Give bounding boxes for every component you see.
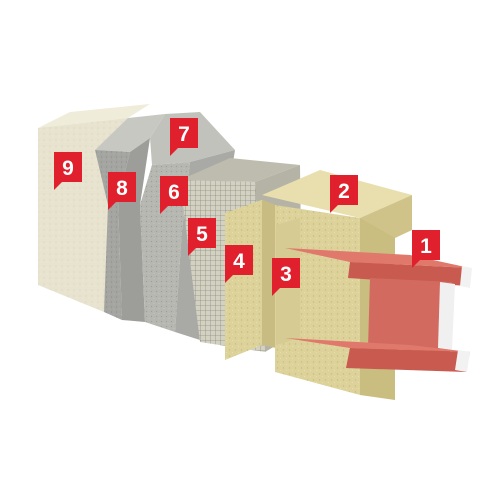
callout-marker-3: 3 [272,258,300,296]
callout-marker-1: 1 [412,230,440,268]
callout-number: 9 [62,157,74,180]
mineral-wool-board-layer [225,200,276,360]
callout-marker-4: 4 [225,245,253,283]
callout-badge [160,176,188,214]
callout-number: 1 [420,235,432,258]
callout-number: 7 [178,123,190,146]
callout-number: 2 [338,180,350,203]
callout-number: 5 [196,223,208,246]
callout-badge [188,218,216,256]
callout-badge [108,172,136,210]
callout-marker-8: 8 [108,172,136,210]
callout-badge [170,118,198,156]
callout-badge [54,152,82,190]
steel-i-beam [285,248,472,372]
callout-badge [272,258,300,296]
callout-marker-6: 6 [160,176,188,214]
callout-number: 4 [233,250,245,273]
callout-marker-2: 2 [330,175,358,213]
callout-number: 6 [168,181,180,204]
callout-badge [330,175,358,213]
callout-number: 8 [116,177,128,200]
callout-badge [412,230,440,268]
callout-marker-5: 5 [188,218,216,256]
callout-number: 3 [280,263,292,286]
callout-marker-7: 7 [170,118,198,156]
callout-badge [225,245,253,283]
callout-marker-9: 9 [54,152,82,190]
